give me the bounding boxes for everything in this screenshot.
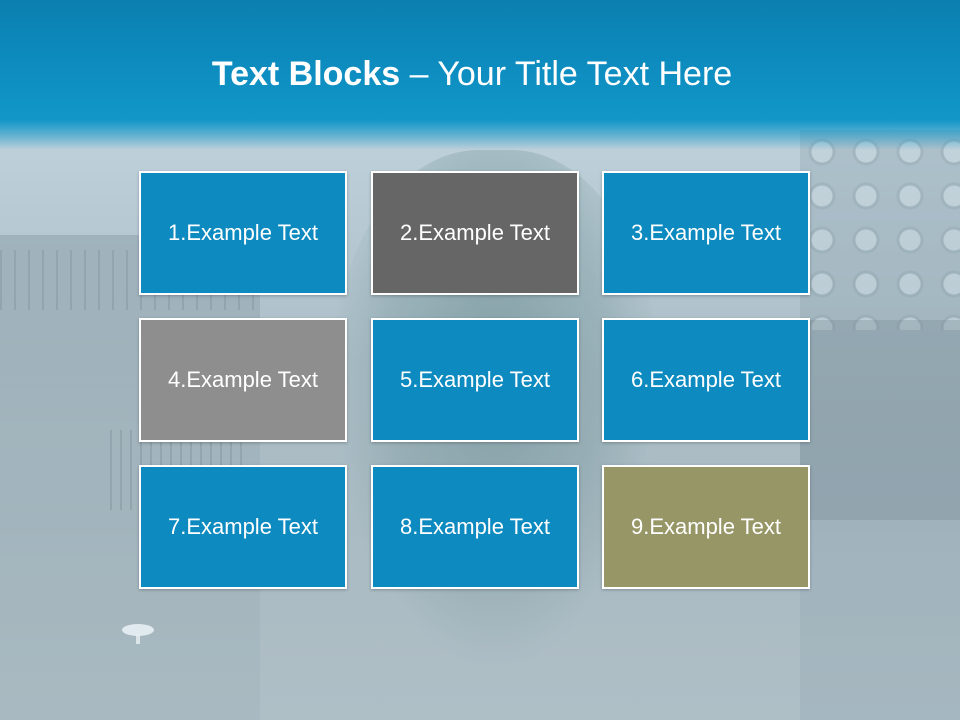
text-block-label: 8.Example Text bbox=[399, 514, 550, 539]
background-round-windows bbox=[800, 130, 960, 330]
text-block-6[interactable]: 6.Example Text bbox=[602, 318, 810, 442]
text-block-label: 3.Example Text bbox=[630, 220, 781, 245]
text-block-4[interactable]: 4.Example Text bbox=[139, 318, 347, 442]
text-block-2[interactable]: 2.Example Text bbox=[371, 171, 579, 295]
text-block-8[interactable]: 8.Example Text bbox=[371, 465, 579, 589]
text-block-label: 2.Example Text bbox=[399, 220, 550, 245]
text-block-label: 7.Example Text bbox=[167, 514, 318, 539]
background-lamp bbox=[122, 624, 154, 636]
text-block-5[interactable]: 5.Example Text bbox=[371, 318, 579, 442]
background-facade-band bbox=[800, 320, 960, 520]
slide-title[interactable]: Text Blocks – Your Title Text Here bbox=[0, 52, 944, 96]
title-rest: Your Title Text Here bbox=[437, 55, 733, 93]
text-block-label: 6.Example Text bbox=[630, 367, 781, 392]
text-block-3[interactable]: 3.Example Text bbox=[602, 171, 810, 295]
text-block-label: 4.Example Text bbox=[167, 367, 318, 392]
title-dash: – bbox=[400, 55, 438, 93]
text-block-9[interactable]: 9.Example Text bbox=[602, 465, 810, 589]
text-block-1[interactable]: 1.Example Text bbox=[139, 171, 347, 295]
background-building-right bbox=[800, 130, 960, 720]
text-block-label: 5.Example Text bbox=[399, 367, 550, 392]
text-block-label: 1.Example Text bbox=[167, 220, 318, 245]
header-band bbox=[0, 0, 960, 150]
background-lamp-stem bbox=[136, 634, 140, 644]
text-block-label: 9.Example Text bbox=[630, 514, 781, 539]
text-block-7[interactable]: 7.Example Text bbox=[139, 465, 347, 589]
title-bold-part: Text Blocks bbox=[211, 55, 401, 93]
